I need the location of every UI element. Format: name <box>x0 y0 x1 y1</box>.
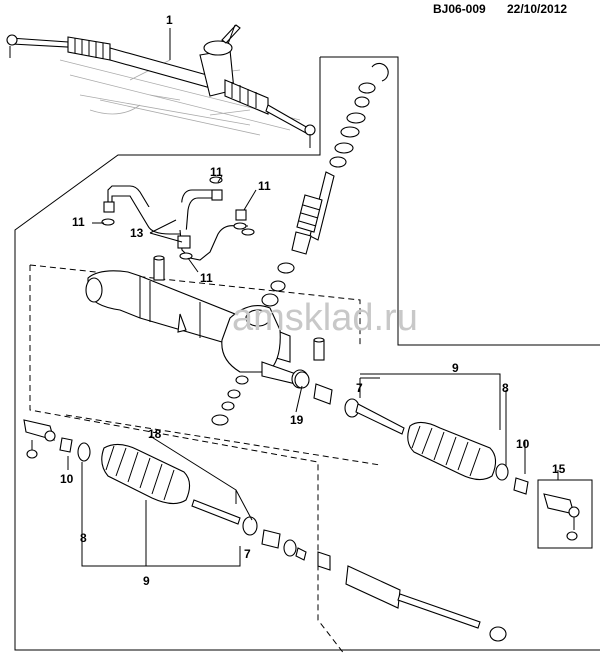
right-frame <box>320 56 600 346</box>
rack-housing <box>85 270 325 426</box>
callout-11-top: 11 <box>210 165 223 179</box>
callout-18: 18 <box>148 427 162 441</box>
callout-19: 19 <box>290 413 304 427</box>
left-tie-rod-group <box>23 419 507 642</box>
leader-lines <box>67 24 559 567</box>
callout-10-right: 10 <box>516 437 530 451</box>
callout-10-left: 10 <box>60 472 74 486</box>
callout-11-left: 11 <box>72 215 85 229</box>
callout-11-right: 11 <box>258 179 271 193</box>
steering-rack-assembly-overview <box>6 24 316 148</box>
callout-8-left: 8 <box>80 531 87 545</box>
drawing-code: BJ06-009 <box>433 2 486 16</box>
right-tie-rod-end <box>543 493 580 541</box>
callout-1: 1 <box>166 13 173 27</box>
pinion-shaft-stack <box>261 62 389 307</box>
callout-15: 15 <box>552 462 566 476</box>
callout-9-right: 9 <box>452 361 459 375</box>
callout-7-left: 7 <box>244 547 251 561</box>
callout-13: 13 <box>130 226 144 240</box>
callout-11-bottom: 11 <box>200 271 213 285</box>
right-tie-rod-group <box>294 371 529 495</box>
hydraulic-pipes <box>101 176 255 281</box>
callout-9-left: 9 <box>143 574 150 588</box>
callout-8-right: 8 <box>502 381 509 395</box>
tie-rod-end-box <box>537 479 593 549</box>
callout-7-right: 7 <box>356 381 363 395</box>
outer-frame <box>14 57 600 651</box>
watermark: amsklad.ru <box>232 297 418 339</box>
drawing-date: 22/10/2012 <box>507 2 567 16</box>
dashed-frame-lower <box>65 414 381 466</box>
